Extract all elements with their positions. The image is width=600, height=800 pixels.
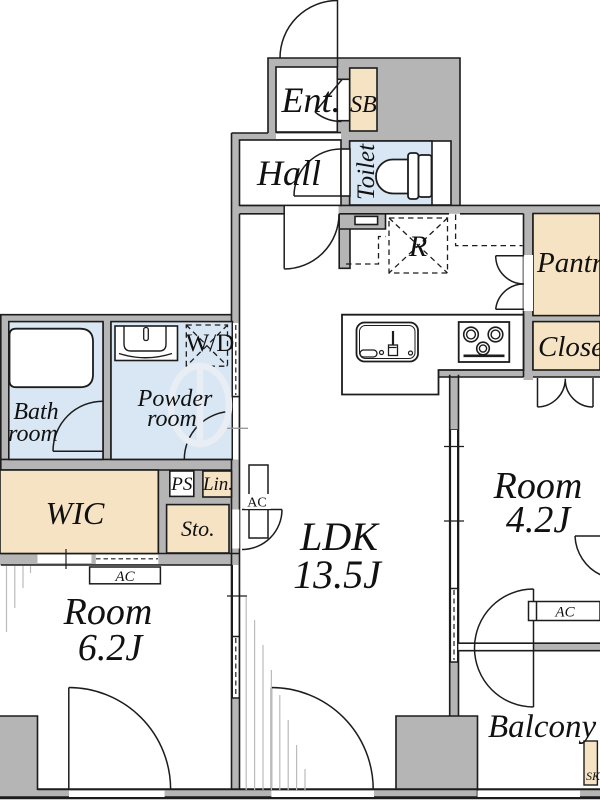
- svg-text:LDK: LDK: [299, 514, 380, 559]
- svg-text:Room: Room: [63, 591, 153, 633]
- svg-text:4.2J: 4.2J: [506, 499, 573, 541]
- svg-text:W/D: W/D: [186, 330, 235, 357]
- svg-text:Toilet: Toilet: [353, 143, 380, 200]
- svg-text:PS: PS: [170, 474, 193, 495]
- svg-text:room: room: [147, 406, 197, 432]
- svg-text:Closet: Closet: [538, 331, 600, 363]
- svg-text:AC: AC: [114, 569, 135, 585]
- svg-text:WIC: WIC: [46, 495, 105, 531]
- svg-text:6.2J: 6.2J: [78, 627, 145, 669]
- svg-text:AC: AC: [247, 496, 266, 511]
- svg-text:R: R: [408, 230, 427, 263]
- svg-text:room: room: [8, 421, 58, 447]
- svg-text:Powder: Powder: [137, 386, 213, 412]
- svg-text:AC: AC: [554, 605, 575, 621]
- svg-text:SK: SK: [586, 769, 600, 783]
- svg-text:SB: SB: [350, 92, 377, 118]
- svg-text:Balcony: Balcony: [488, 709, 596, 745]
- svg-text:Sto.: Sto.: [181, 516, 215, 541]
- svg-text:13.5J: 13.5J: [293, 552, 383, 597]
- svg-text:Bath: Bath: [13, 399, 58, 425]
- svg-text:Room: Room: [493, 465, 583, 507]
- svg-text:Ent.: Ent.: [281, 80, 341, 120]
- svg-text:Lin.: Lin.: [202, 474, 233, 495]
- svg-text:Pantry: Pantry: [536, 247, 600, 279]
- svg-text:Hall: Hall: [256, 153, 321, 193]
